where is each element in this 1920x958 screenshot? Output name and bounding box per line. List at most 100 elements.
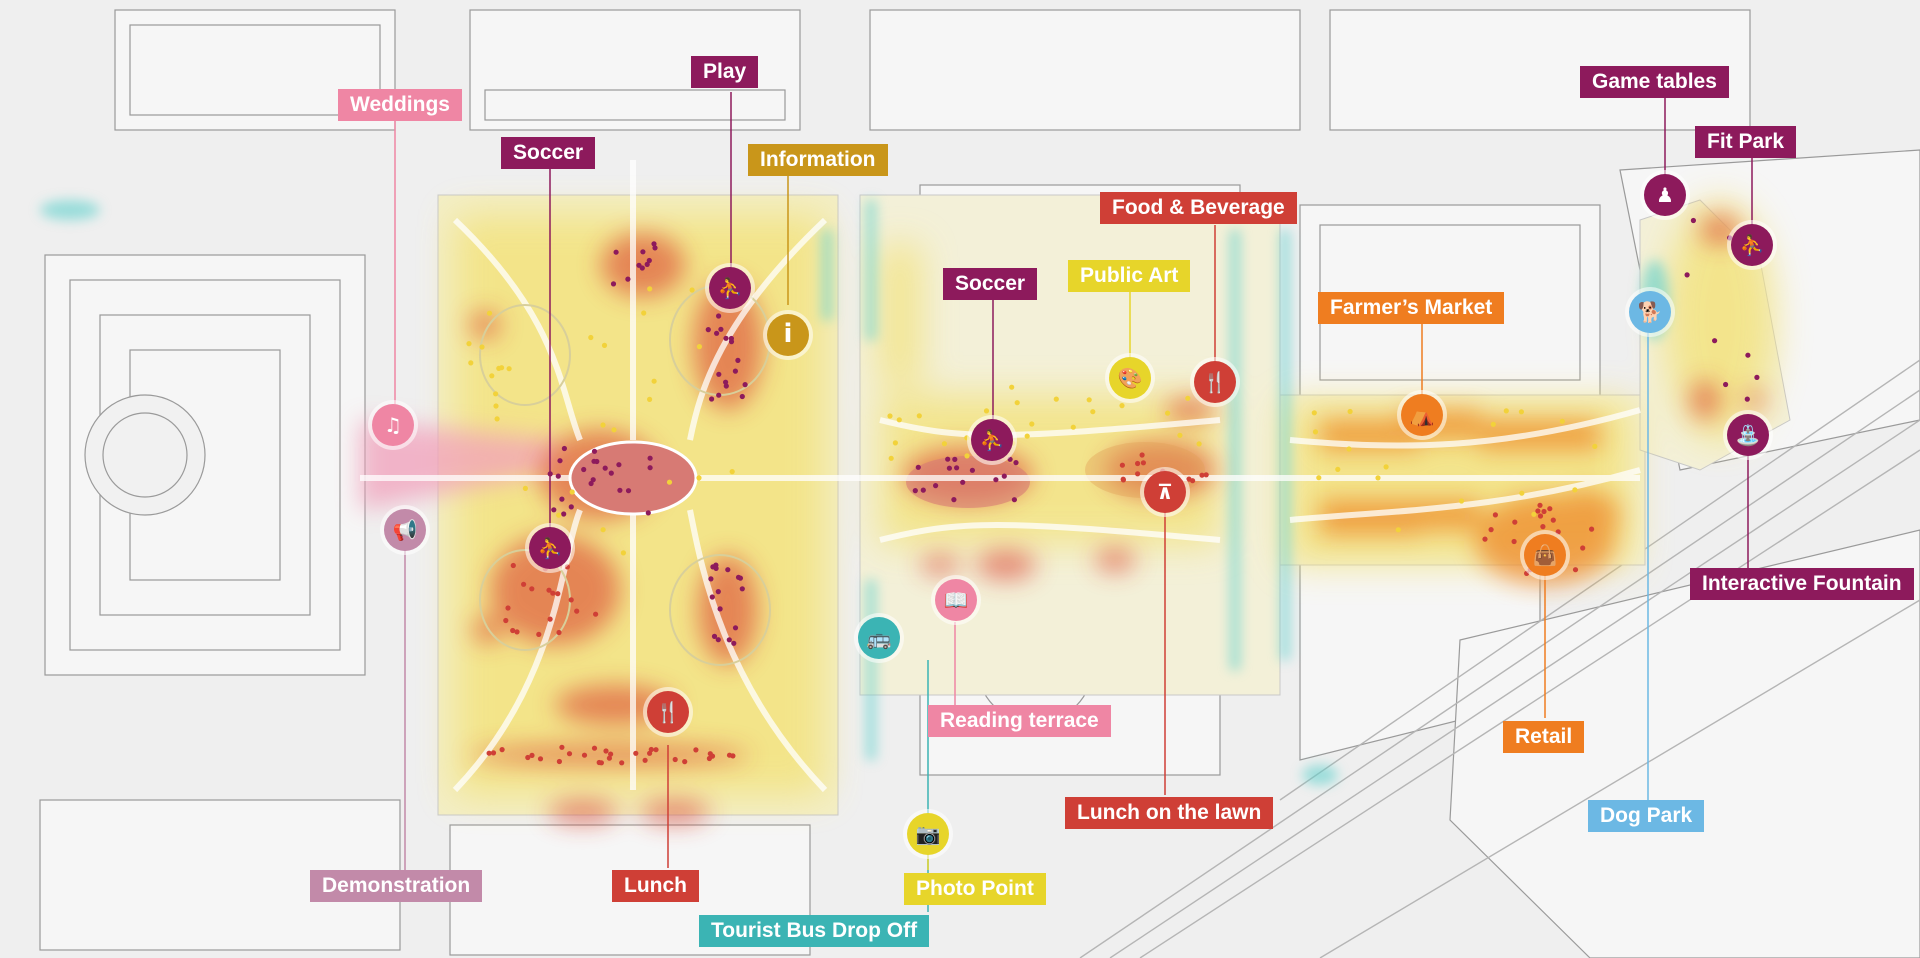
activity-dot [1135, 460, 1141, 467]
slide-icon[interactable]: ⛹ [967, 415, 1017, 465]
activity-dot [1199, 472, 1205, 478]
label-play[interactable]: Play [691, 56, 759, 88]
activity-dot [887, 413, 893, 419]
activity-dot [709, 753, 716, 759]
label-tourist-bus[interactable]: Tourist Bus Drop Off [699, 915, 930, 947]
activity-dot [546, 587, 552, 593]
activity-dot [581, 466, 587, 473]
svg-text:⛹: ⛹ [1740, 233, 1765, 257]
fork-knife-icon[interactable]: 🍴 [643, 687, 693, 737]
activity-dot [705, 327, 711, 333]
picnic-table-icon[interactable]: ⊼ [1140, 467, 1190, 517]
slide-icon[interactable]: ⛹ [1727, 220, 1777, 270]
book-icon[interactable]: 📖 [931, 575, 981, 625]
label-fit-park[interactable]: Fit Park [1695, 126, 1797, 158]
svg-text:♫: ♫ [384, 413, 402, 437]
label-photo-point[interactable]: Photo Point [904, 873, 1046, 905]
label-reading-terrace[interactable]: Reading terrace [928, 705, 1111, 737]
activity-dot [696, 475, 702, 481]
dog-walker-icon[interactable]: 🐕 [1625, 287, 1675, 337]
activity-dot [529, 586, 535, 592]
activity-dot [920, 487, 926, 493]
activity-dot [616, 462, 622, 468]
activity-dot [466, 341, 472, 347]
activity-dot [493, 403, 499, 409]
activity-dot [510, 627, 516, 634]
label-interactive-fountain[interactable]: Interactive Fountain [1690, 568, 1914, 600]
label-farmers-market[interactable]: Farmer’s Market [1318, 292, 1505, 324]
activity-dot [603, 748, 609, 754]
activity-dot [1140, 460, 1146, 466]
label-food-beverage[interactable]: Food & Beverage [1100, 192, 1297, 224]
palette-icon[interactable]: 🎨 [1105, 353, 1155, 403]
label-public-art[interactable]: Public Art [1068, 260, 1191, 292]
activity-dot [1572, 567, 1579, 573]
fork-knife-icon[interactable]: 🍴 [1190, 357, 1240, 407]
activity-dot [591, 448, 598, 454]
activity-dot [486, 750, 492, 756]
fountain-icon[interactable]: ⛲ [1723, 410, 1773, 460]
label-weddings[interactable]: Weddings [338, 89, 462, 121]
activity-dot [718, 326, 724, 332]
label-retail[interactable]: Retail [1503, 721, 1585, 753]
activity-dot [556, 758, 563, 765]
activity-dot [1196, 441, 1202, 447]
activity-dot [569, 489, 575, 495]
music-icon[interactable]: ♫ [368, 400, 418, 450]
activity-dot [499, 747, 505, 753]
label-information[interactable]: Information [748, 144, 888, 176]
svg-text:⛺: ⛺ [1410, 403, 1435, 427]
activity-dot [689, 287, 695, 293]
label-soccer-center[interactable]: Soccer [943, 268, 1038, 300]
activity-dot [715, 637, 721, 643]
market-stall-icon[interactable]: ⛺ [1397, 390, 1447, 440]
activity-dot [505, 605, 511, 611]
activity-dot [696, 344, 703, 350]
activity-dot [708, 576, 714, 582]
leader-lines [394, 92, 1753, 912]
activity-dot [1090, 409, 1096, 415]
shopping-bag-icon[interactable]: 👜 [1520, 530, 1570, 580]
megaphone-icon[interactable]: 📢 [380, 505, 430, 555]
activity-dot [933, 483, 939, 489]
activity-dot [625, 276, 631, 282]
activity-dot [946, 465, 953, 471]
label-lunch[interactable]: Lunch [612, 870, 699, 902]
label-demonstration[interactable]: Demonstration [310, 870, 483, 902]
activity-dot [941, 441, 948, 447]
activity-dot [954, 465, 960, 471]
svg-text:⊼: ⊼ [1157, 480, 1173, 504]
label-dog-park[interactable]: Dog Park [1588, 800, 1705, 832]
activity-dot [715, 589, 721, 595]
label-lunch-on-lawn[interactable]: Lunch on the lawn [1065, 797, 1274, 829]
activity-dot [602, 465, 608, 471]
camera-icon[interactable]: 📷 [903, 809, 953, 859]
activity-dot [1482, 536, 1488, 542]
activity-dot [645, 510, 651, 516]
game-table-icon[interactable]: ♟ [1640, 170, 1690, 220]
activity-dot [1395, 527, 1401, 533]
activity-dot [1316, 475, 1322, 481]
slide-icon[interactable]: ⛹ [705, 263, 755, 313]
slide-icon[interactable]: ⛹ [525, 523, 575, 573]
activity-dot [568, 597, 574, 603]
activity-dot [1490, 421, 1496, 427]
info-icon[interactable]: i [763, 310, 813, 360]
activity-dot [952, 456, 958, 462]
bus-icon[interactable]: 🚌 [854, 613, 904, 663]
svg-text:📢: 📢 [393, 518, 418, 542]
svg-text:📖: 📖 [944, 588, 969, 612]
activity-dot [556, 512, 562, 518]
label-soccer-west[interactable]: Soccer [501, 137, 596, 169]
activity-dot [742, 382, 748, 388]
activity-dot [620, 550, 627, 556]
activity-dot [1086, 397, 1092, 403]
label-game-tables[interactable]: Game tables [1580, 66, 1729, 98]
activity-dot [1519, 490, 1525, 496]
activity-dot [496, 365, 502, 371]
activity-dot [1589, 526, 1595, 532]
svg-text:🐕: 🐕 [1638, 300, 1663, 324]
activity-dot [1745, 352, 1751, 358]
activity-dot [559, 744, 565, 750]
activity-dot [716, 392, 722, 398]
